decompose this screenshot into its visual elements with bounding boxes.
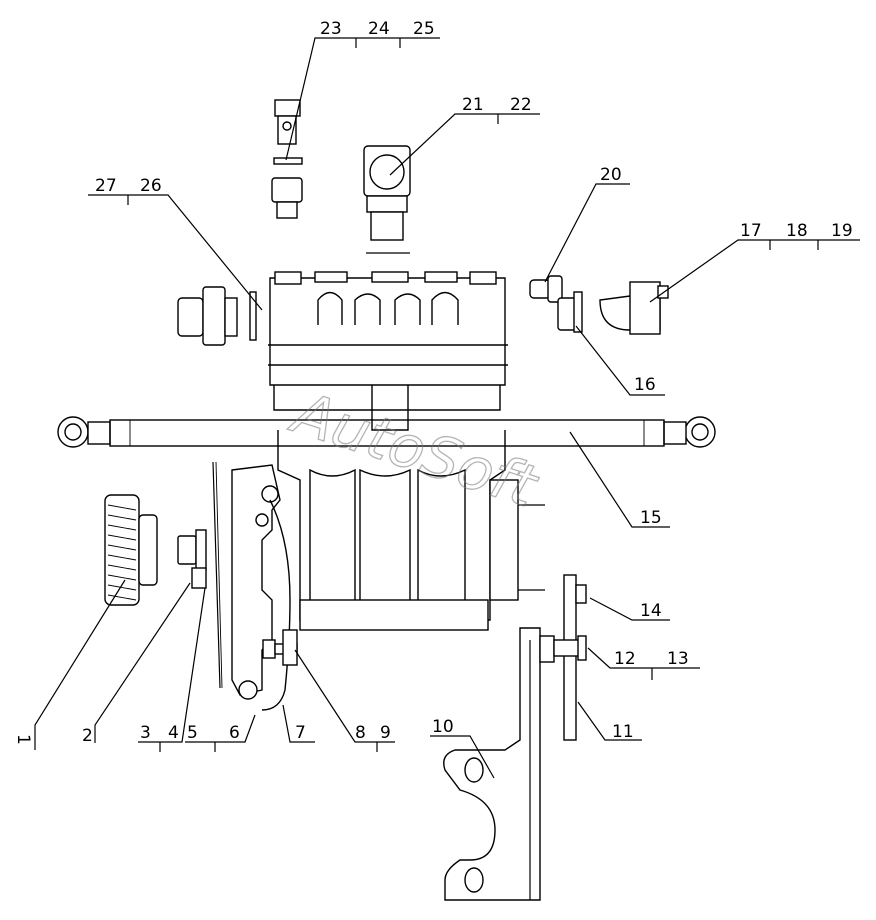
crankcase-part: [277, 430, 545, 631]
part-label-22: 22: [510, 95, 532, 115]
part-label-18: 18: [786, 221, 808, 241]
part-label-11: 11: [612, 722, 634, 742]
left-fitting-part: [177, 286, 257, 346]
part-number-labels: 1 2 3 4 5 6 7 8 9 10 11 12 13 14 15 16 1…: [13, 19, 853, 746]
part-label-8: 8: [355, 723, 366, 743]
part-label-4: 4: [168, 723, 179, 743]
part-label-21: 21: [462, 95, 484, 115]
part-label-1: 1: [13, 734, 33, 745]
part-label-26: 26: [140, 176, 162, 196]
mounting-bracket-part: [443, 627, 541, 901]
part-label-16: 16: [634, 375, 656, 395]
support-plate-part: [539, 574, 587, 741]
part-label-5: 5: [187, 723, 198, 743]
tie-rod-part: [57, 416, 716, 448]
angle-connector-part: [599, 281, 669, 335]
gear-part: [104, 494, 158, 606]
part-label-3: 3: [140, 723, 151, 743]
leader-lines: [34, 37, 860, 779]
part-label-10: 10: [432, 717, 454, 737]
front-cover-part: [231, 464, 291, 711]
banjo-bolt-part: [271, 99, 303, 219]
part-label-6: 6: [229, 723, 240, 743]
part-label-2: 2: [82, 726, 93, 746]
part-label-13: 13: [667, 649, 689, 669]
part-label-14: 14: [640, 601, 662, 621]
part-label-24: 24: [368, 19, 390, 39]
part-label-27: 27: [95, 176, 117, 196]
valve-part: [363, 145, 411, 254]
watermark-text: AutoSoft: [282, 377, 547, 521]
part-label-17: 17: [740, 221, 762, 241]
part-label-12: 12: [614, 649, 636, 669]
part-label-15: 15: [640, 508, 662, 528]
part-label-19: 19: [831, 221, 853, 241]
part-label-25: 25: [413, 19, 435, 39]
cylinder-head-part: [268, 271, 508, 431]
part-label-23: 23: [320, 19, 342, 39]
part-label-20: 20: [600, 165, 622, 185]
part-label-9: 9: [380, 723, 391, 743]
nut-washer-part: [177, 461, 223, 689]
bolt-part: [262, 629, 298, 666]
part-label-7: 7: [295, 723, 306, 743]
elbow-fitting-part: [529, 275, 583, 333]
